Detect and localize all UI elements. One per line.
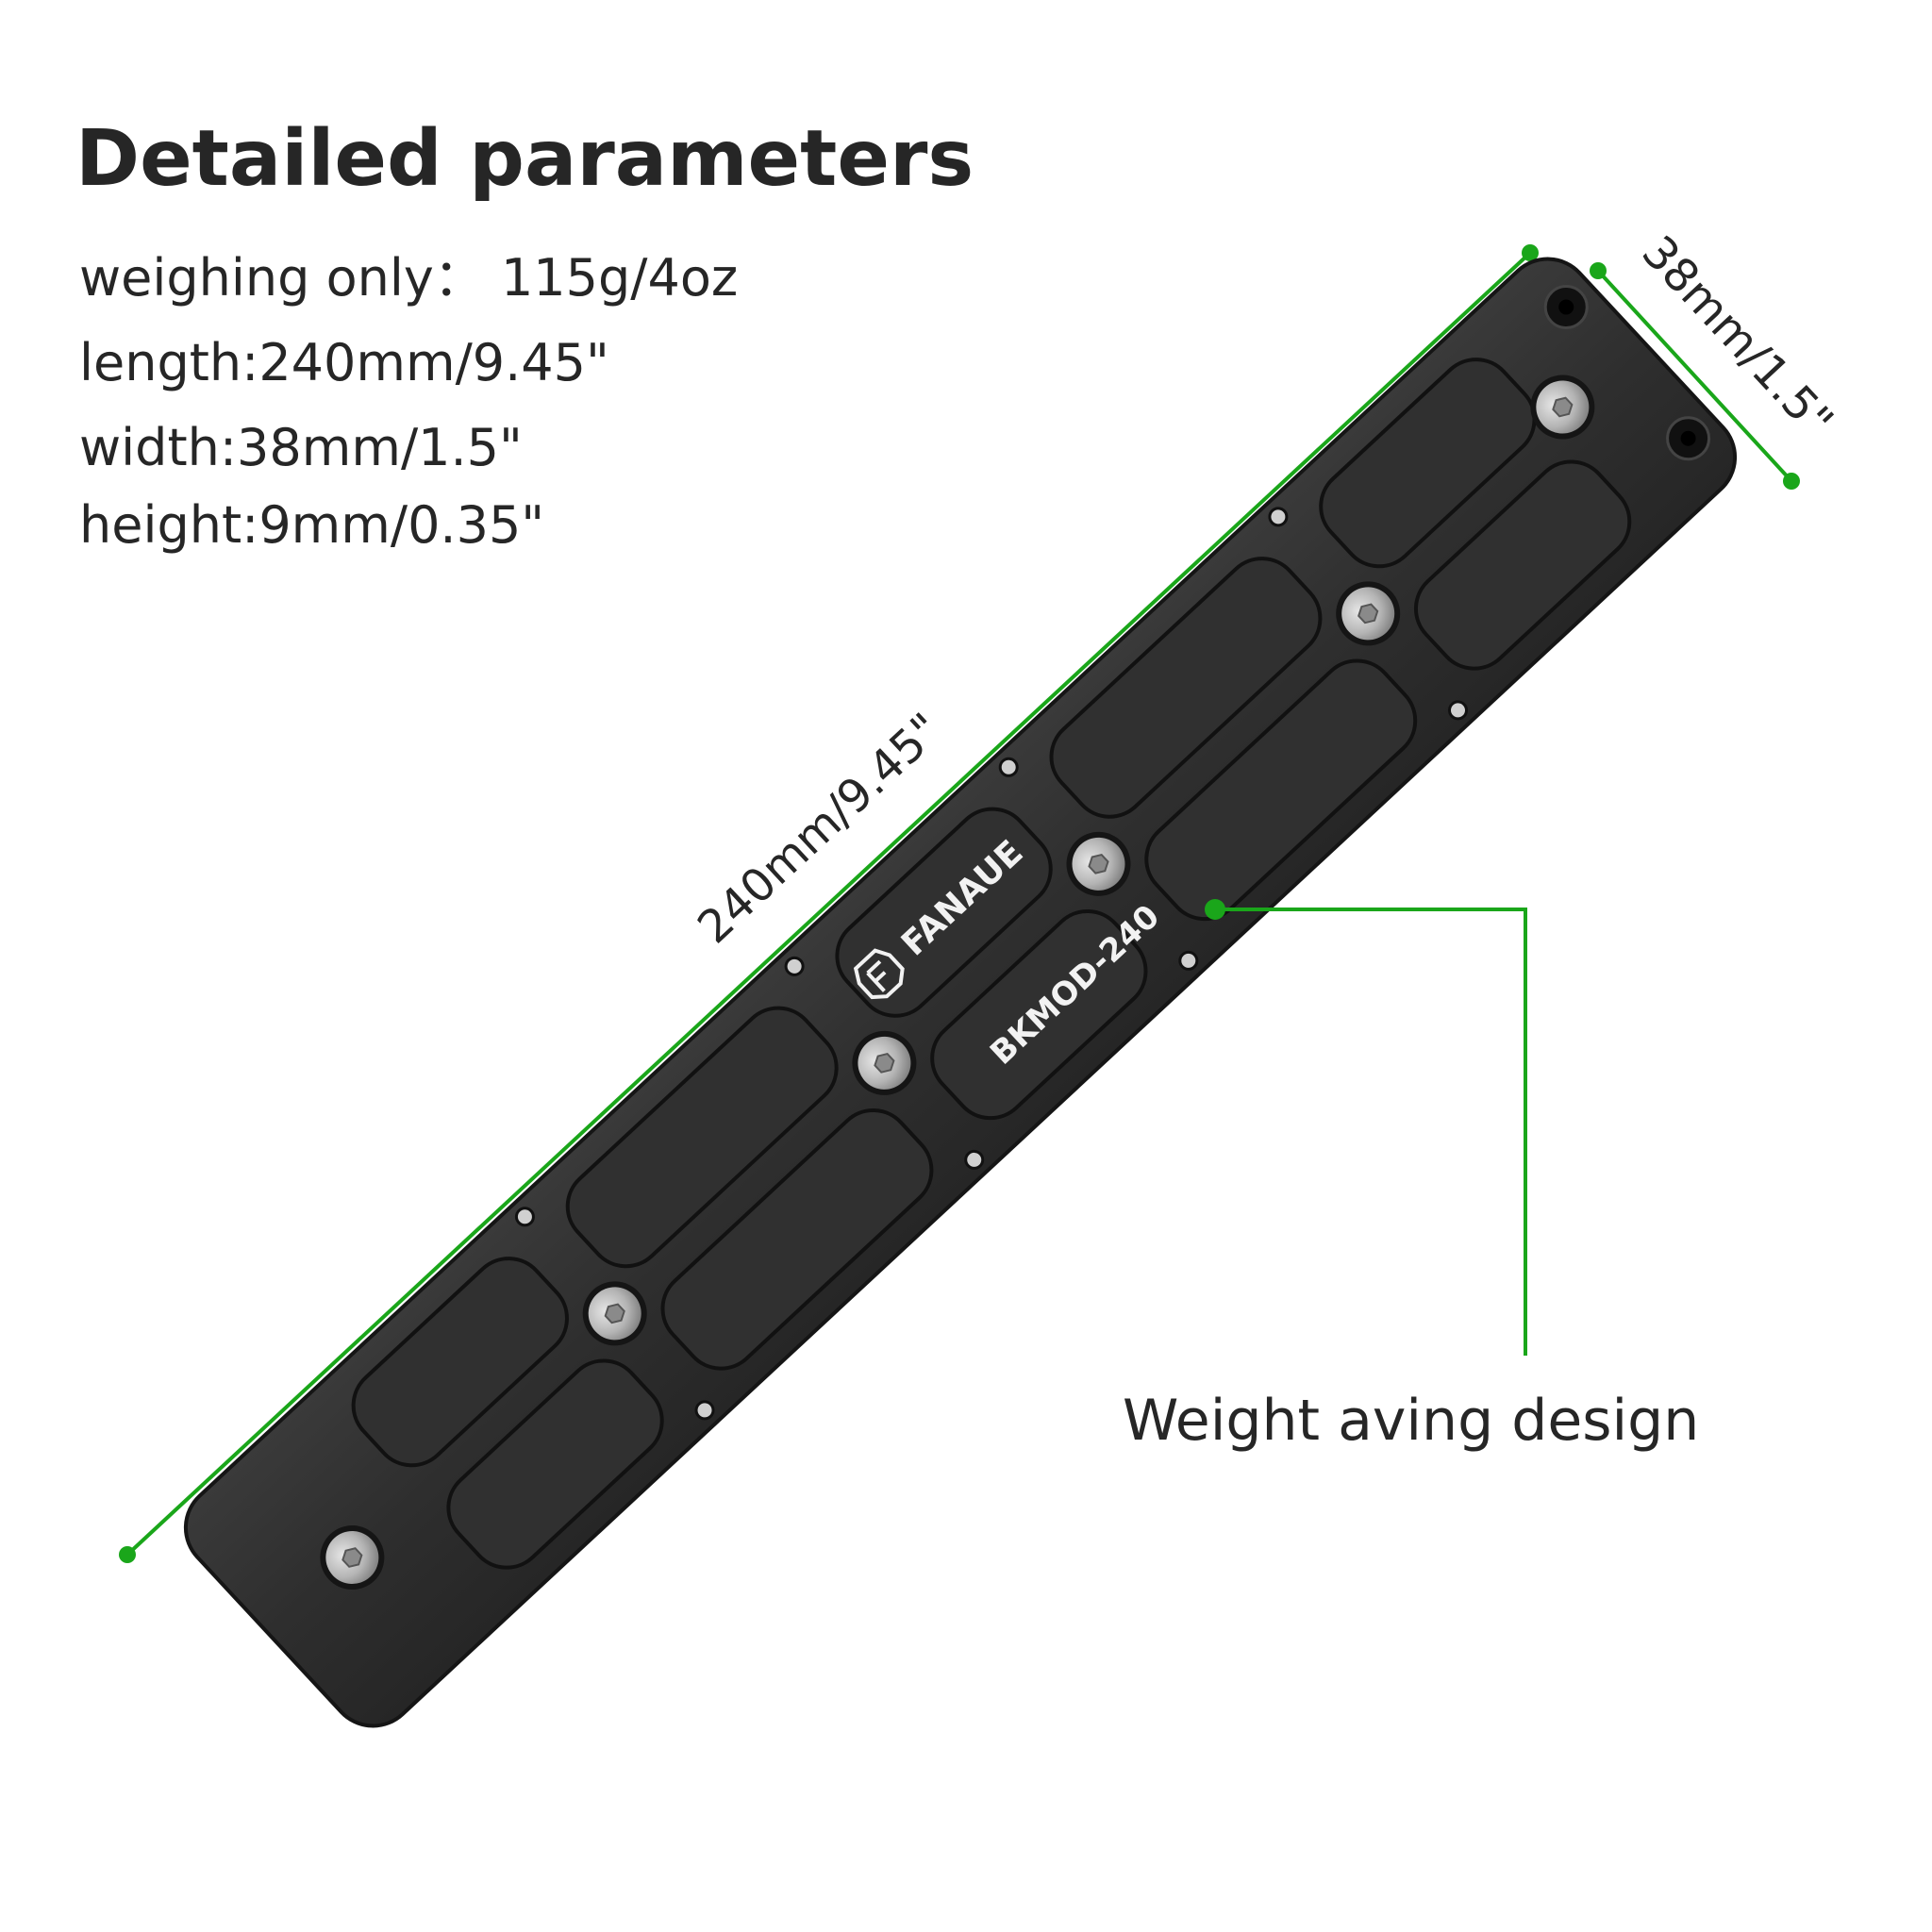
silver-screws (320, 375, 1595, 1591)
spec-height: height:9mm/0.35" (79, 495, 545, 555)
weight-saving-callout-line (1205, 899, 1527, 1356)
dimension-endpoint-dot (119, 1546, 136, 1563)
dimension-endpoint-dot (1590, 262, 1607, 279)
dimension-endpoint-dot (1522, 244, 1539, 261)
spec-length: length:240mm/9.45" (79, 333, 609, 392)
width-dimension-line (1590, 262, 1800, 490)
dimension-endpoint-dot (1783, 473, 1800, 490)
page-title: Detailed parameters (75, 114, 974, 204)
fanaue-logo-icon (853, 948, 905, 1000)
mounting-plate: FANAUE BKMOD-240 (183, 257, 1738, 1728)
weight-saving-pockets (351, 358, 1632, 1570)
length-dimension-line (119, 244, 1539, 1563)
spec-width: width:38mm/1.5" (79, 418, 523, 477)
weight-saving-callout: Weight aving design (1123, 1388, 1700, 1454)
black-end-screws (1543, 285, 1711, 461)
spec-weight: weighing only： 115g/4oz (79, 248, 739, 308)
pin-holes (514, 507, 1469, 1421)
